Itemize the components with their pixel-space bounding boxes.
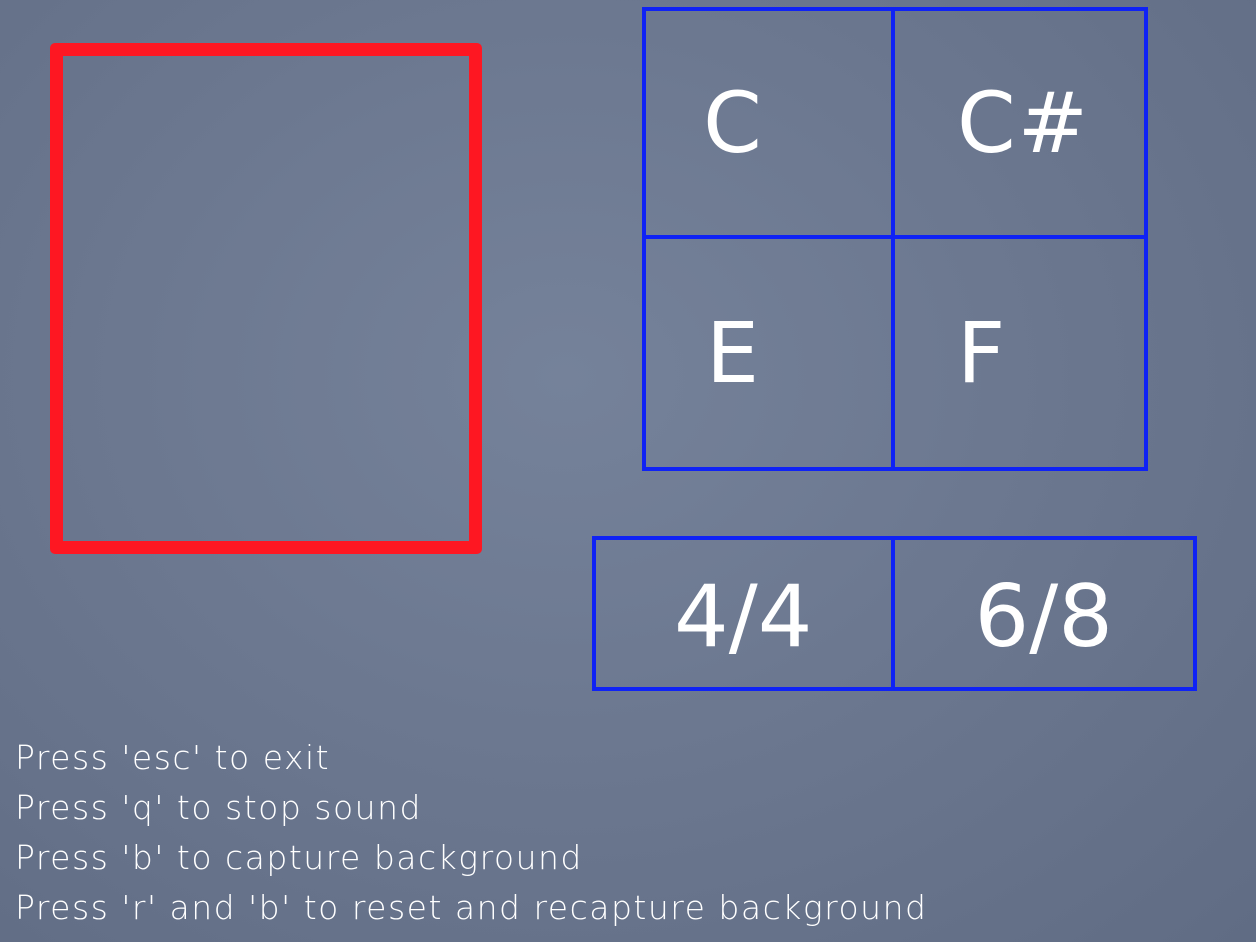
instruction-capture-background: Press 'b' to capture background	[15, 838, 583, 877]
instruction-stop-sound: Press 'q' to stop sound	[15, 788, 422, 827]
instruction-reset-recapture: Press 'r' and 'b' to reset and recapture…	[15, 888, 928, 927]
note-cell-c-sharp[interactable]: C#	[895, 11, 1144, 239]
note-cell-c[interactable]: C	[646, 11, 895, 239]
time-signature-6-8[interactable]: 6/8	[974, 566, 1113, 667]
keyboard-instructions: Press 'esc' to exit Press 'q' to stop so…	[15, 733, 927, 933]
time-signature-4-4[interactable]: 4/4	[596, 540, 895, 687]
time-signature-grid: 4/4 6/8	[592, 536, 1197, 691]
note-cell-e[interactable]: E	[646, 239, 895, 467]
hand-capture-region	[50, 43, 482, 554]
instruction-exit: Press 'esc' to exit	[15, 738, 331, 777]
note-selector-grid: C C# E F	[642, 7, 1148, 471]
note-cell-f[interactable]: F	[957, 304, 1008, 402]
